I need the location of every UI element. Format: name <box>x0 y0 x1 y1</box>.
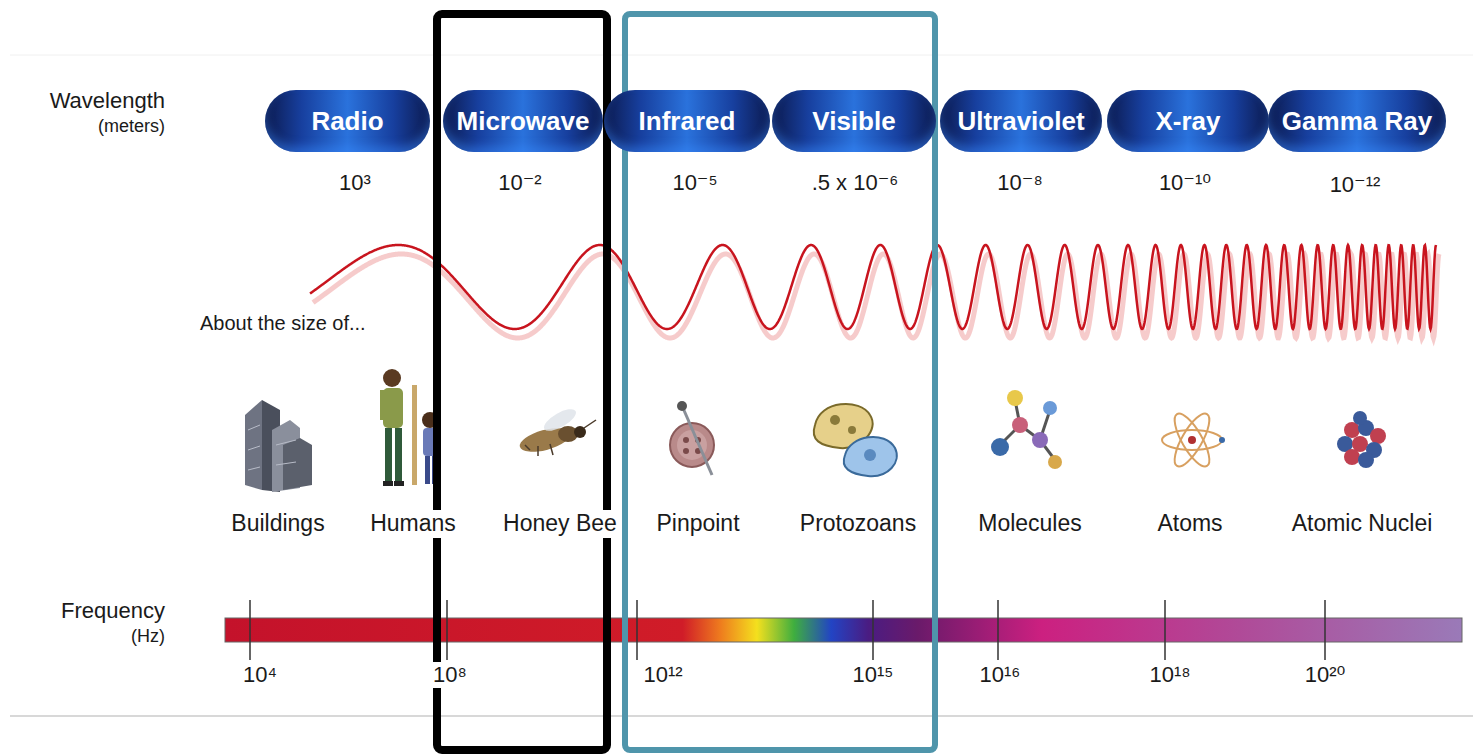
wavelength-value: 10⁻² <box>498 170 541 196</box>
pinpoint-icon <box>670 401 714 475</box>
band-name: Radio <box>311 106 383 137</box>
axis-unit: (Hz) <box>131 626 165 648</box>
band-pill: Radio <box>265 90 430 152</box>
wavelength-value: 10⁻¹² <box>1330 172 1381 198</box>
frequency-value: 10¹⁶ <box>977 662 1024 688</box>
axis-title: Wavelength <box>50 88 165 114</box>
size-caption: Pinpoint <box>653 510 742 538</box>
microwave-highlight-frame <box>437 14 607 750</box>
top-rule <box>10 55 1473 56</box>
axis-unit: (meters) <box>98 116 165 138</box>
wave-line <box>310 245 1436 329</box>
band-name: Ultraviolet <box>957 106 1084 137</box>
size-heading: About the size of... <box>200 311 366 335</box>
buildings-icon <box>245 400 312 492</box>
frequency-value: 10²⁰ <box>1302 662 1349 688</box>
size-caption: Atoms <box>1154 510 1225 538</box>
size-caption: Atomic Nuclei <box>1289 510 1436 538</box>
frequency-value: 10⁴ <box>240 662 280 688</box>
frequency-bar <box>225 618 1462 642</box>
size-caption: Buildings <box>228 510 327 538</box>
band-pill: X-ray <box>1107 90 1269 152</box>
frequency-value: 10⁸ <box>430 662 470 688</box>
molecules-icon <box>991 390 1062 469</box>
size-caption: Protozoans <box>797 510 919 538</box>
band-name: Gamma Ray <box>1282 106 1432 137</box>
band-pill: Microwave <box>443 90 604 152</box>
band-name: Visible <box>812 106 895 137</box>
frequency-ticks <box>250 600 1325 660</box>
band-name: Infrared <box>639 106 736 137</box>
wavelength-value: 10³ <box>339 170 371 196</box>
size-caption: Honey Bee <box>500 510 620 538</box>
band-name: X-ray <box>1155 106 1220 137</box>
frequency-value: 10¹⁸ <box>1146 662 1193 688</box>
atom-icon <box>1162 409 1225 471</box>
axis-title: Frequency <box>61 598 165 624</box>
band-pill: Visible <box>772 90 936 152</box>
humans-icon <box>380 369 438 486</box>
band-pill: Gamma Ray <box>1268 90 1446 152</box>
wavelength-value: 10⁻¹⁰ <box>1159 170 1211 196</box>
size-caption: Humans <box>367 510 459 538</box>
nucleus-icon <box>1337 411 1386 468</box>
frequency-value: 10¹² <box>640 662 685 688</box>
frequency-value: 10¹⁵ <box>850 662 897 688</box>
wave <box>310 245 1439 338</box>
baseline-shadow <box>10 715 1473 717</box>
band-name: Microwave <box>457 106 590 137</box>
band-pill: Ultraviolet <box>940 90 1102 152</box>
size-caption: Molecules <box>975 510 1085 538</box>
ir-visible-highlight-frame <box>625 14 935 750</box>
band-pill: Infrared <box>604 90 770 152</box>
honey-bee-icon <box>517 405 596 456</box>
protozoans-icon <box>814 404 897 476</box>
wavelength-value: 10⁻⁵ <box>672 170 717 196</box>
wavelength-value: .5 x 10⁻⁶ <box>812 170 899 196</box>
wavelength-value: 10⁻⁸ <box>997 170 1042 196</box>
